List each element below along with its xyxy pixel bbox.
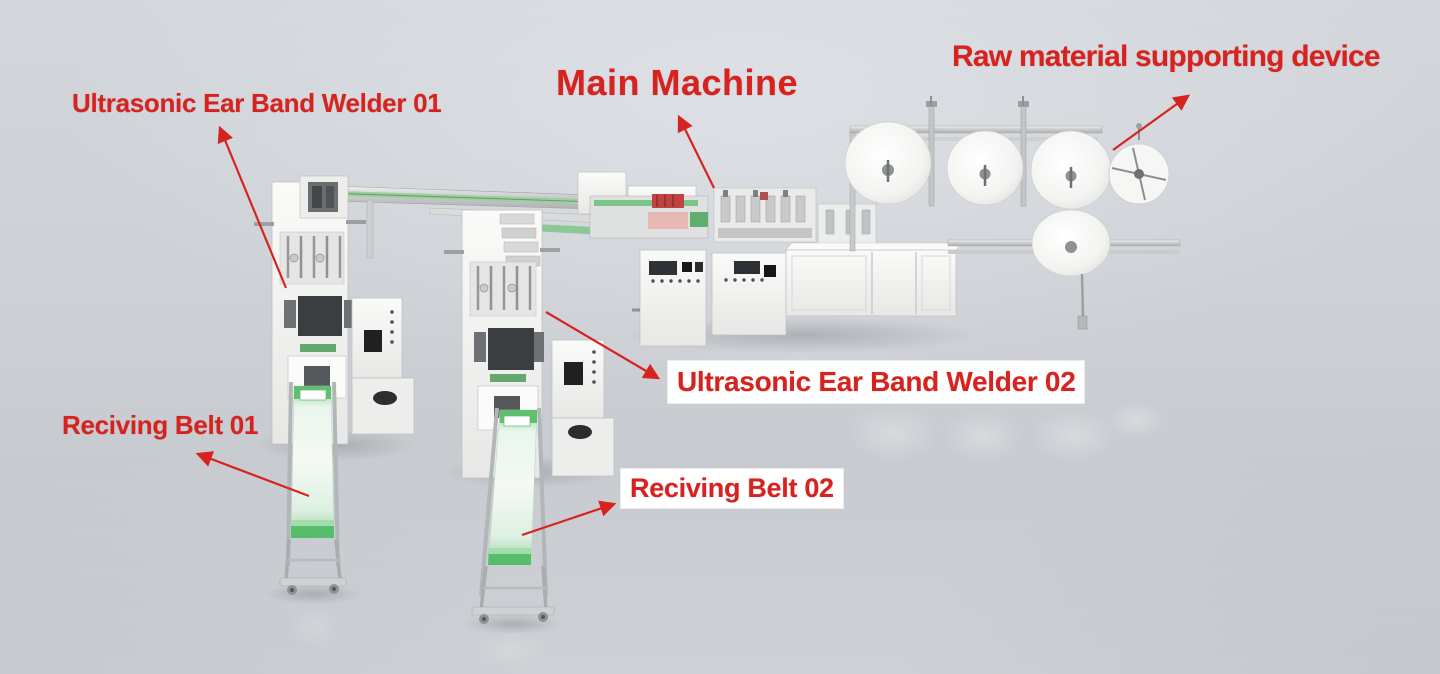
welding-head-row [713, 187, 877, 245]
material-roll-1 [844, 121, 932, 205]
welder02-control-panel [551, 339, 615, 477]
welder02-mechanism [469, 261, 544, 431]
receiving-belt-01 [265, 381, 361, 604]
arrow-welder01 [217, 125, 288, 289]
arrow-belt01 [195, 451, 310, 498]
control-cabinet-a [632, 249, 707, 347]
material-roll-lower [1031, 209, 1111, 330]
annotation-arrows [195, 94, 1191, 537]
material-roll-3 [1030, 130, 1112, 210]
raw-material-device [844, 96, 1181, 330]
spoke-wheel [1108, 123, 1170, 205]
label-ultrasonic-ear-band-welder-01: Ultrasonic Ear Band Welder 01 [72, 88, 442, 118]
label-ultrasonic-ear-band-welder-02: Ultrasonic Ear Band Welder 02 [668, 361, 1085, 403]
mask-forming-line [589, 194, 709, 239]
arrow-welder02 [545, 311, 661, 380]
label-reciving-belt-01: Reciving Belt 01 [62, 410, 259, 440]
material-roll-2 [946, 130, 1024, 206]
main-machine-body [589, 185, 975, 353]
arrow-main-machine [677, 114, 715, 189]
welder01-mechanism [279, 231, 356, 399]
label-main-machine: Main Machine [556, 62, 799, 103]
arrow-belt02 [521, 500, 617, 537]
long-cabinet [785, 242, 963, 317]
receiving-belt-02 [463, 407, 563, 634]
label-raw-material-supporting-device: Raw material supporting device [952, 40, 1381, 73]
welder01-control-panel [351, 297, 415, 435]
label-reciving-belt-02: Reciving Belt 02 [621, 469, 843, 508]
control-cabinet-b [711, 252, 787, 336]
arrow-raw-material [1112, 94, 1191, 151]
